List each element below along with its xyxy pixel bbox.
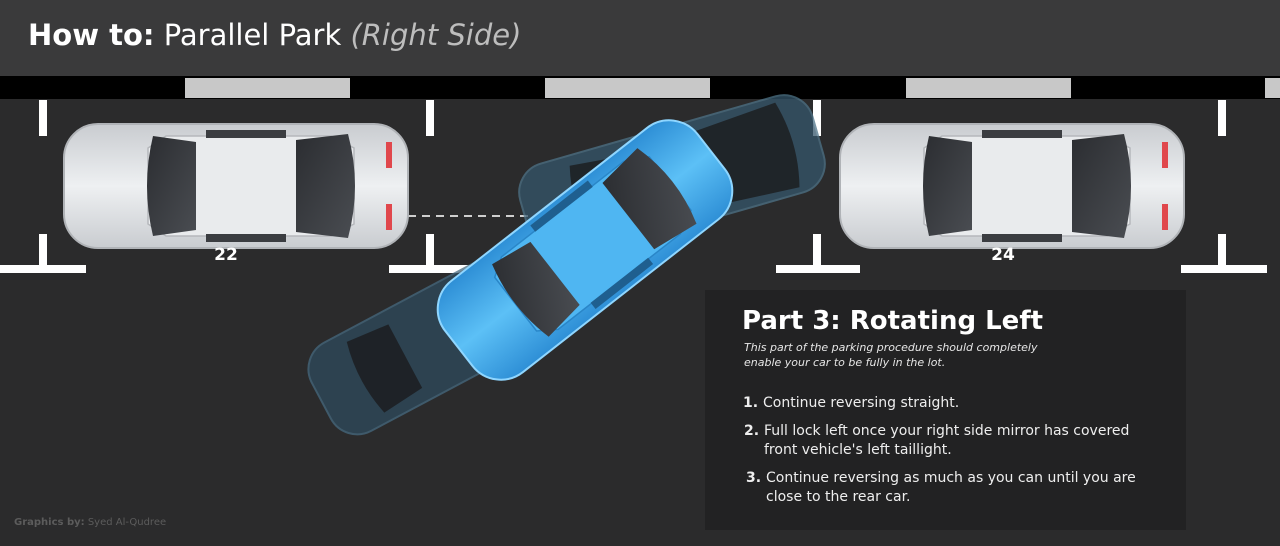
parked-car-front — [839, 123, 1185, 249]
step-item: 2. Full lock left once your right side m… — [743, 422, 1163, 460]
step-text: Continue reversing straight. — [763, 395, 960, 411]
title-main: Parallel Park — [163, 18, 342, 52]
step-number: 1. — [743, 395, 759, 411]
steps-list: 1. Continue reversing straight. 2. Full … — [743, 394, 1163, 516]
page-title: How to: Parallel Park (Right Side) — [28, 18, 521, 52]
credit-author: Syed Al-Qudree — [87, 517, 167, 528]
step-number: 2. — [744, 423, 760, 439]
credit-line: Graphics by: Syed Al-Qudree — [14, 517, 166, 528]
step-number: 3. — [746, 470, 762, 486]
space-number: 22 — [214, 245, 238, 265]
space-markings — [0, 100, 1267, 273]
step-text: Full lock left once your right side mirr… — [764, 423, 1130, 458]
step-item: 3. Continue reversing as much as you can… — [743, 469, 1163, 507]
curb-stripe — [1265, 78, 1280, 98]
active-car — [436, 119, 734, 381]
instruction-panel: Part 3: Rotating Left This part of the p… — [705, 290, 1186, 530]
panel-subtitle: This part of the parking procedure shoul… — [744, 341, 1038, 369]
space-number: 24 — [991, 245, 1015, 265]
panel-title: Part 3: Rotating Left — [742, 306, 1044, 336]
parked-car-rear — [63, 123, 409, 249]
title-prefix: How to: — [28, 18, 155, 52]
step-item: 1. Continue reversing straight. — [743, 394, 1163, 413]
curb-stripe — [185, 78, 350, 98]
header-bar: How to: Parallel Park (Right Side) — [0, 0, 1280, 76]
credit-label: Graphics by: — [14, 517, 85, 528]
curb-stripe — [906, 78, 1071, 98]
curb-stripe — [545, 78, 710, 98]
title-qualifier: (Right Side) — [350, 18, 522, 52]
parking-scene: 22 24 — [0, 76, 1280, 436]
step-text: Continue reversing as much as you can un… — [766, 470, 1136, 505]
